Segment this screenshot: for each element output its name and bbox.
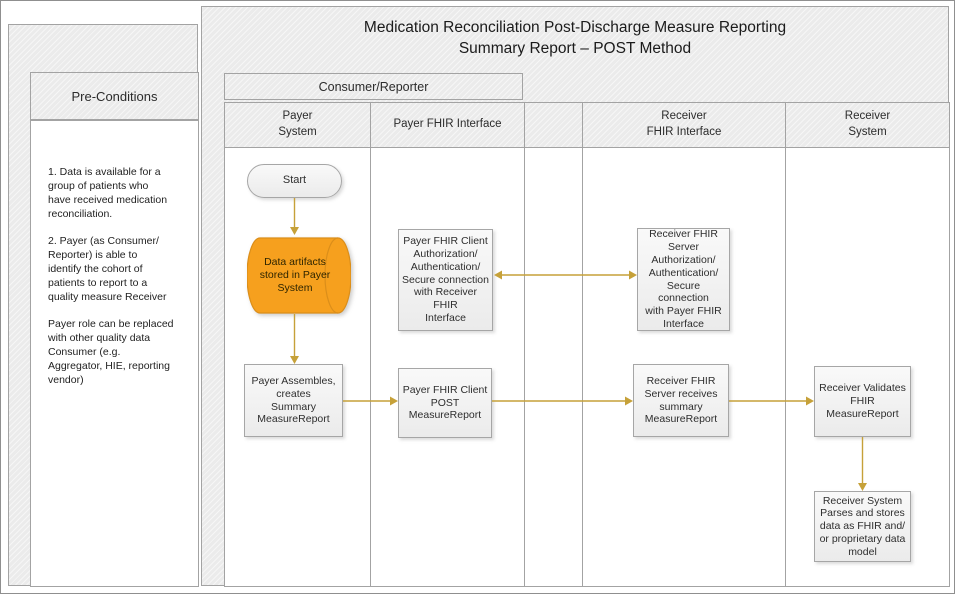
task-payer-fhir-post: Payer FHIR Client POST MeasureReport xyxy=(398,368,492,438)
lane-body-spacer xyxy=(524,147,583,587)
group-header-consumer-reporter: Consumer/Reporter xyxy=(224,73,523,100)
task-receiver-receives: Receiver FHIR Server receives summary Me… xyxy=(633,364,729,437)
task-payer-assembles: Payer Assembles, creates Summary Measure… xyxy=(244,364,343,437)
diagram-title: Medication Reconciliation Post-Discharge… xyxy=(363,19,787,57)
lane-body-payer-fhir-interface xyxy=(370,147,525,587)
preconditions-text: 1. Data is available for a group of pati… xyxy=(48,166,174,386)
lane-header-payer-system: Payer System xyxy=(224,102,371,148)
datastore-label: Data artifacts stored in Payer System xyxy=(259,255,331,295)
preconditions-lane-body: 1. Data is available for a group of pati… xyxy=(30,120,199,587)
task-payer-fhir-auth: Payer FHIR Client Authorization/ Authent… xyxy=(398,229,493,331)
lane-header-receiver-system: Receiver System xyxy=(785,102,950,148)
lane-header-payer-fhir-interface: Payer FHIR Interface xyxy=(370,102,525,148)
task-receiver-fhir-auth: Receiver FHIR Server Authorization/ Auth… xyxy=(637,228,730,331)
start-node: Start xyxy=(247,164,342,198)
datastore-data-artifacts: Data artifacts stored in Payer System xyxy=(247,237,351,314)
datastore-cylinder-shape xyxy=(247,237,351,314)
lane-header-receiver-fhir-interface: Receiver FHIR Interface xyxy=(582,102,786,148)
task-receiver-parses: Receiver System Parses and stores data a… xyxy=(814,491,911,562)
main-pool: Medication Reconciliation Post-Discharge… xyxy=(201,6,950,587)
datastore-cylinder-cap-line xyxy=(324,237,339,314)
preconditions-header: Pre-Conditions xyxy=(30,72,199,120)
task-receiver-validates: Receiver Validates FHIR MeasureReport xyxy=(814,366,911,437)
preconditions-pool: Pre-Conditions 1. Data is available for … xyxy=(8,24,199,587)
lane-header-spacer xyxy=(524,102,583,148)
